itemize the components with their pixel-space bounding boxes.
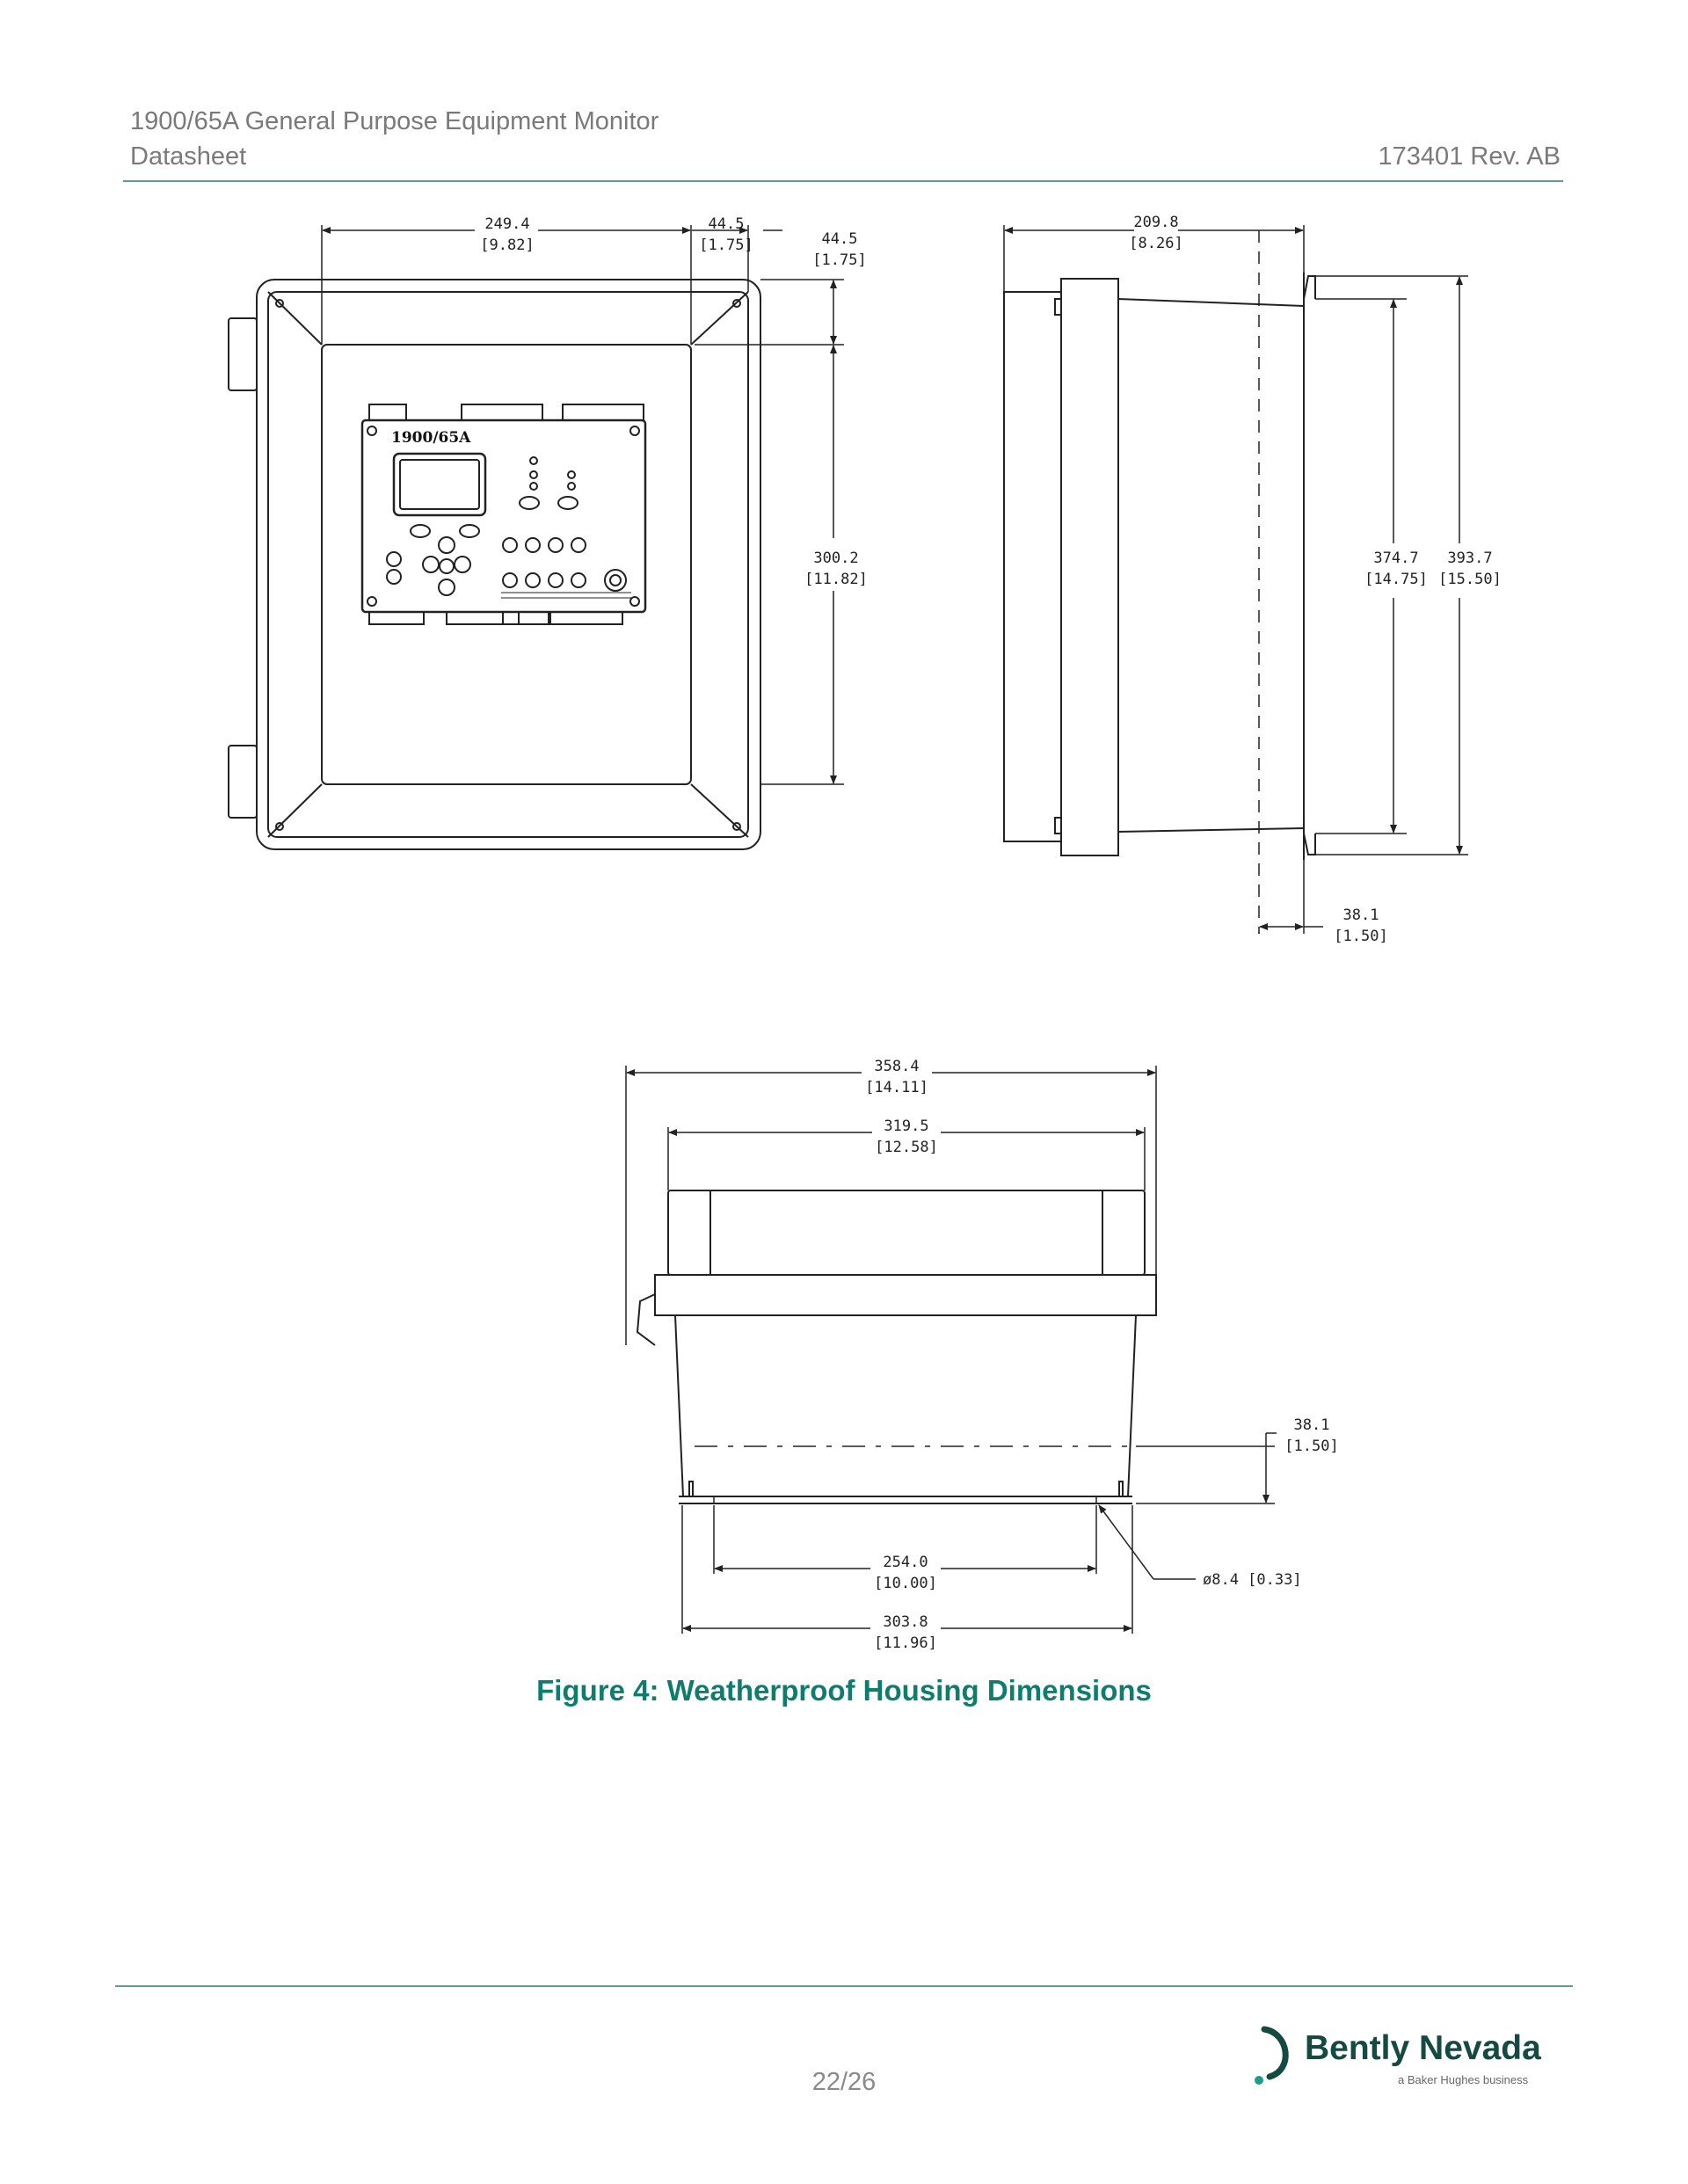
brand-name: Bently Nevada [1305, 2029, 1541, 2067]
front-view: 1900/65A [228, 279, 761, 850]
dim-front-offset-h-mm: 44.5 [709, 215, 745, 233]
dim-side-height-inner-mm: 374.7 [1373, 550, 1418, 567]
dim-bottom-base-in: [11.96] [874, 1634, 937, 1652]
document-subtitle: Datasheet [130, 142, 247, 171]
dim-front-offset-v-mm: 44.5 [822, 230, 858, 248]
dim-side-height-outer-mm: 393.7 [1447, 550, 1492, 567]
document-number: 173401 Rev. AB [1378, 142, 1561, 171]
dim-side-height-outer-in: [15.50] [1438, 571, 1502, 588]
dim-bottom-mount-depth-in: [1.50] [1284, 1438, 1338, 1455]
document-title: 1900/65A General Purpose Equipment Monit… [130, 107, 659, 135]
dim-side-flange-mm: 38.1 [1343, 906, 1379, 924]
dim-front-offset-v-in: [1.75] [812, 251, 866, 269]
dim-front-width-in: [9.82] [480, 237, 534, 254]
logo-mark-icon [1255, 2026, 1289, 2085]
dim-front-offset-h-in: [1.75] [699, 237, 753, 254]
dim-side-depth-in: [8.26] [1129, 235, 1182, 252]
dim-bottom-overall-in: [14.11] [865, 1079, 928, 1096]
dimension-annotations: 249.4 [9.82] 44.5 [1.75] 44.5 [1.75] 300… [321, 214, 1502, 1652]
dim-side-height-inner-in: [14.75] [1364, 571, 1428, 588]
dim-front-height-mm: 300.2 [813, 550, 858, 567]
bently-nevada-logo: Bently Nevada a Baker Hughes business [1248, 2020, 1565, 2091]
dim-bottom-hole-spacing-in: [10.00] [874, 1575, 937, 1592]
page-number: 22/26 [811, 2068, 877, 2096]
dim-front-height-in: [11.82] [804, 571, 868, 588]
dim-hole-diameter: ø8.4 [0.33] [1203, 1571, 1302, 1589]
dim-front-width-mm: 249.4 [484, 215, 529, 233]
dim-bottom-hole-spacing-mm: 254.0 [883, 1554, 928, 1571]
dim-bottom-base-mm: 303.8 [883, 1613, 928, 1631]
header-rule [123, 180, 1563, 182]
dim-bottom-mount-depth-mm: 38.1 [1294, 1416, 1330, 1434]
dim-bottom-body-mm: 319.5 [884, 1117, 928, 1135]
monitor-module: 1900/65A [360, 404, 647, 625]
side-view [1003, 230, 1316, 934]
dim-side-flange-in: [1.50] [1334, 928, 1387, 945]
dim-bottom-overall-mm: 358.4 [874, 1058, 919, 1075]
figure-caption: Figure 4: Weatherproof Housing Dimension… [536, 1674, 1152, 1707]
footer-rule [115, 1985, 1573, 1987]
bottom-view [636, 1190, 1157, 1504]
dim-side-depth-mm: 209.8 [1133, 214, 1178, 231]
brand-tagline: a Baker Hughes business [1398, 2073, 1529, 2086]
device-label: 1900/65A [391, 429, 471, 447]
dim-bottom-body-in: [12.58] [875, 1139, 938, 1156]
